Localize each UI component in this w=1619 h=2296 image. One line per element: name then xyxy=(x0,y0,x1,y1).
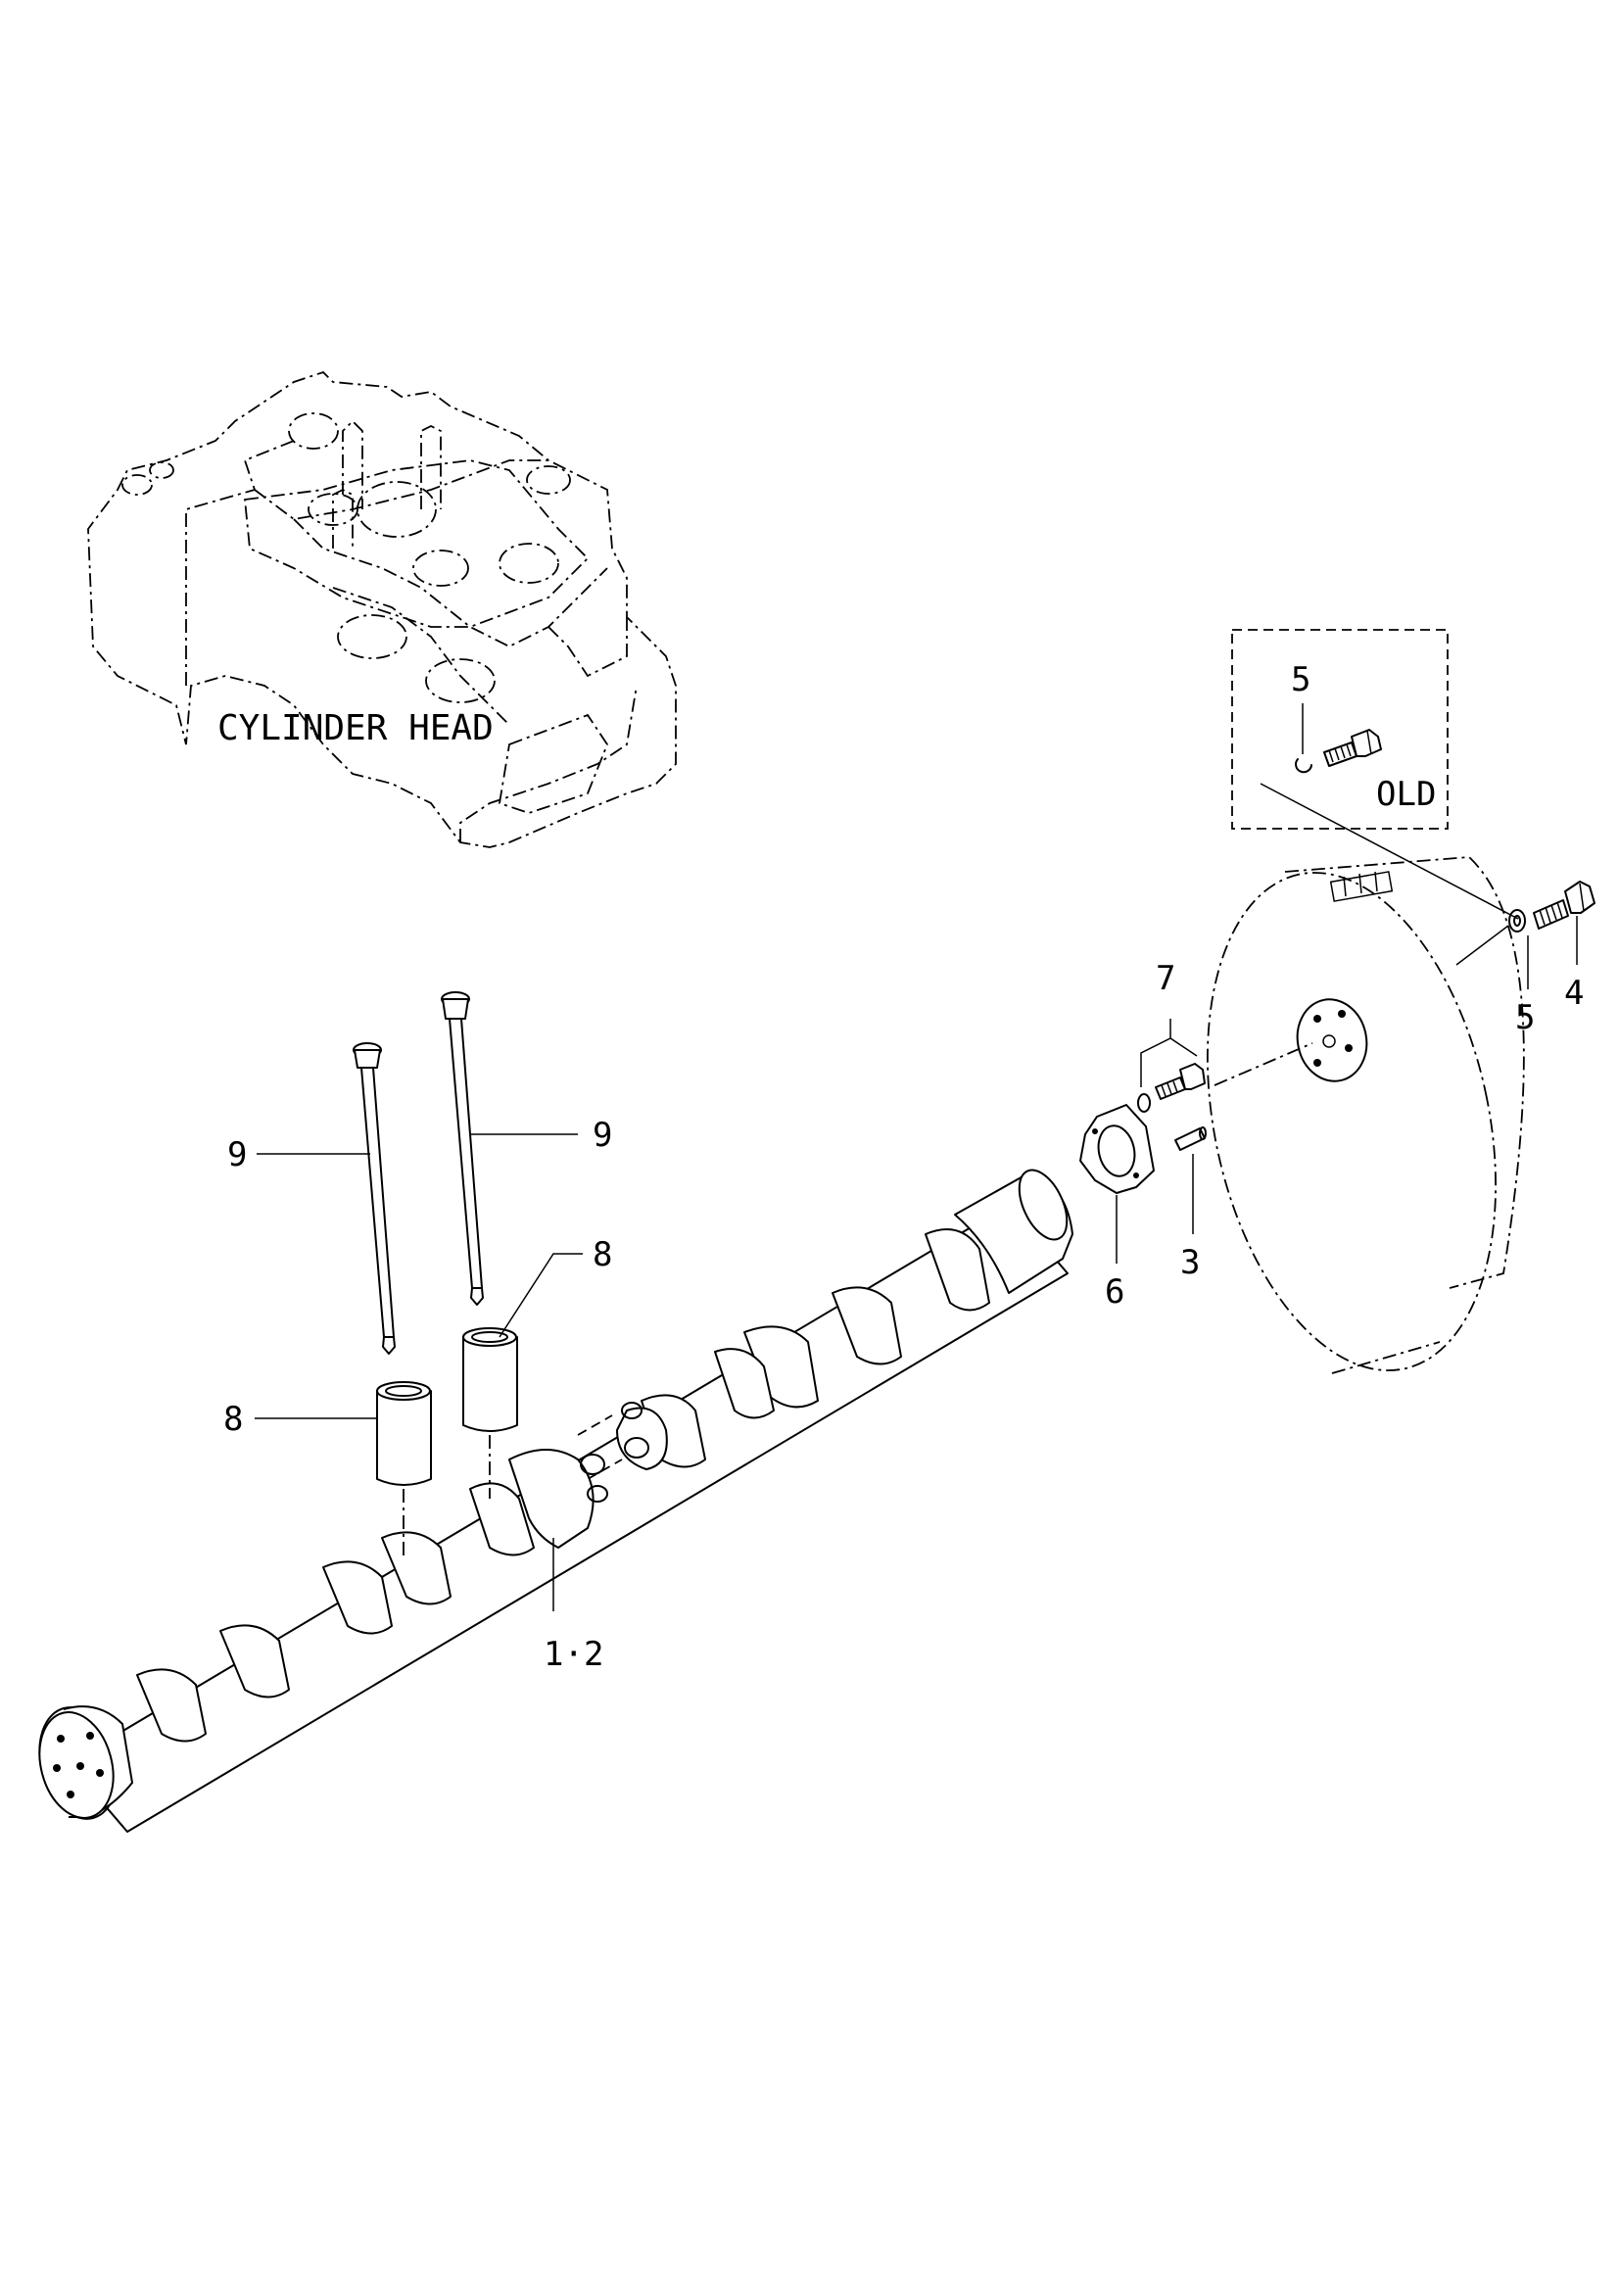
gasket-number: 6 xyxy=(1105,1272,1124,1312)
washer-icon xyxy=(1508,909,1526,933)
bolt-set-icon xyxy=(1137,1063,1206,1113)
bolt-set-number: 7 xyxy=(1156,959,1175,998)
pin-icon xyxy=(1174,1126,1207,1151)
cylinder-head-illustration: CYLINDER HEAD xyxy=(87,370,677,848)
push-rod-left-icon xyxy=(353,1042,396,1355)
push-rod-right-icon xyxy=(441,991,484,1306)
old-label: OLD xyxy=(1376,775,1436,814)
tappet-right-number: 8 xyxy=(593,1235,612,1274)
old-washer-icon xyxy=(1295,758,1312,774)
old-parts-box: 5 OLD xyxy=(1231,629,1519,920)
tappet-left-number: 8 xyxy=(223,1400,243,1439)
pin-number: 3 xyxy=(1180,1243,1200,1282)
old-washer-number: 5 xyxy=(1291,660,1310,699)
old-bolt-icon xyxy=(1323,729,1382,767)
tappet-right-icon xyxy=(462,1327,518,1432)
tappet-left-icon xyxy=(376,1381,432,1486)
camshaft-illustration xyxy=(38,1169,1073,1833)
push-rod-left-number: 9 xyxy=(227,1135,247,1174)
bolt-icon xyxy=(1533,881,1595,930)
bolt-number: 4 xyxy=(1564,974,1584,1013)
cylinder-head-label: CYLINDER HEAD xyxy=(217,708,494,748)
gasket-icon xyxy=(1079,1104,1155,1194)
push-rod-right-number: 9 xyxy=(593,1116,612,1155)
washer-number: 5 xyxy=(1515,998,1535,1037)
camshaft-number: 1·2 xyxy=(544,1635,603,1674)
cam-gear-illustration xyxy=(1207,856,1525,1374)
